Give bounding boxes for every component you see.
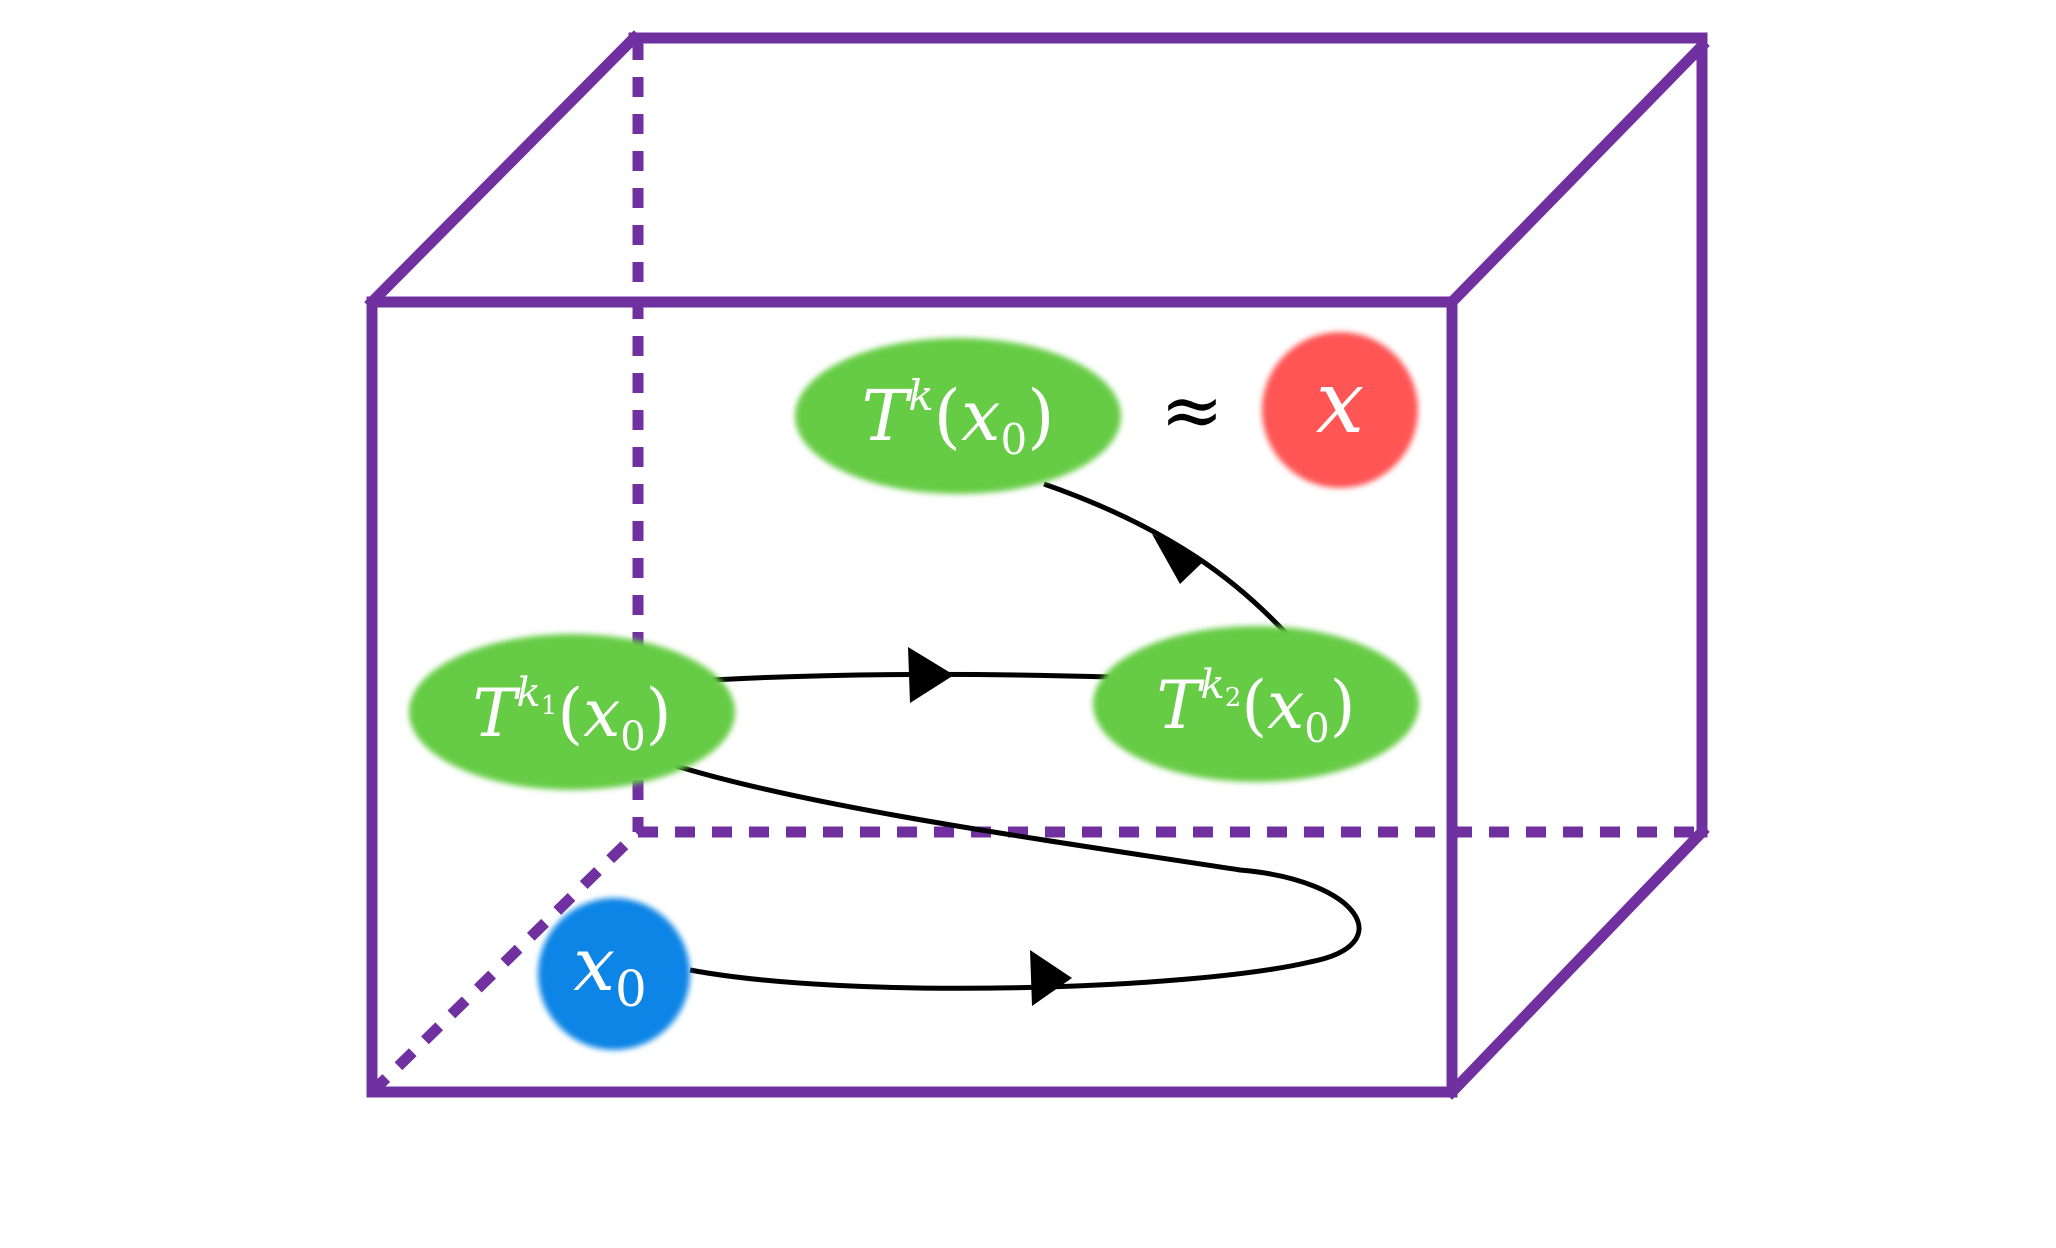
- box-bottom-right-diagonal: [1444, 824, 1710, 1100]
- trajectory-arrow-2: [908, 647, 954, 703]
- iterate-k1-open-paren: (: [557, 675, 583, 752]
- iterate-k1-argument: x: [583, 675, 620, 752]
- iterate-node-k2: Tk2(x0): [1093, 626, 1419, 782]
- iterate-k1-argument-index: 0: [620, 714, 645, 760]
- approx-symbol: ≈: [1160, 365, 1224, 454]
- target-symbol: x: [1316, 353, 1365, 453]
- iterate-k2-close-paren: ): [1330, 667, 1356, 744]
- iterate-k-exponent: k: [908, 371, 933, 420]
- trajectory: [669, 481, 1362, 1006]
- trajectory-segment-k1-to-k2: [711, 671, 1111, 683]
- iterate-k1-exponent: k: [517, 670, 541, 716]
- iterate-node-k1: Tk1(x0): [409, 634, 735, 790]
- iterate-k-argument-index: 0: [1000, 415, 1027, 464]
- iterate-node-k: Tk(x0): [795, 338, 1121, 494]
- state-space-box: [364, 30, 1710, 1100]
- iterate-k2-open-paren: (: [1241, 667, 1267, 744]
- iterate-k2-exponent-index: 2: [1225, 683, 1242, 713]
- iterate-node-k1-bubble: [409, 634, 735, 790]
- iterate-k2-exponent: k: [1201, 662, 1225, 708]
- iterate-k1-exponent-index: 1: [541, 691, 558, 721]
- relation-approx: ≈: [1160, 365, 1224, 454]
- box-front-face: [366, 296, 1458, 1098]
- iterate-k-argument: x: [961, 375, 1000, 457]
- iterate-k-open-paren: (: [934, 375, 961, 457]
- iterate-k2-argument: x: [1267, 667, 1304, 744]
- iterate-k1-close-paren: ): [646, 675, 672, 752]
- iterate-k2-argument-index: 0: [1304, 706, 1329, 752]
- iterate-node-k2-bubble: [1093, 626, 1419, 782]
- iterate-k-operator: T: [862, 375, 913, 457]
- box-top-left-diagonal: [364, 30, 642, 310]
- svg-text:Tk1(x0): Tk1(x0): [472, 670, 671, 760]
- target-node: x: [1262, 332, 1418, 488]
- iterate-k-close-paren: ): [1027, 375, 1054, 457]
- box-hidden-edge-diagonal: [368, 828, 642, 1096]
- start-node: x0: [538, 898, 690, 1050]
- start-symbol: x: [573, 922, 615, 1008]
- box-top-right-diagonal: [1444, 38, 1710, 310]
- svg-text:Tk2(x0): Tk2(x0): [1156, 662, 1355, 752]
- trajectory-arrow-3: [1152, 534, 1205, 584]
- target-node-bubble: [1262, 332, 1418, 488]
- iterate-k2-operator: T: [1156, 667, 1205, 744]
- start-node-bubble: [538, 898, 690, 1050]
- iterate-k1-operator: T: [472, 675, 521, 752]
- svg-text:x0: x0: [573, 922, 647, 1018]
- svg-text:Tk(x0): Tk(x0): [862, 371, 1055, 464]
- trajectory-segment-start-to-k1: [669, 761, 1362, 991]
- trajectory-arrow-1: [1030, 950, 1072, 1006]
- iterate-node-k-bubble: [795, 338, 1121, 494]
- start-subscript: 0: [615, 960, 647, 1018]
